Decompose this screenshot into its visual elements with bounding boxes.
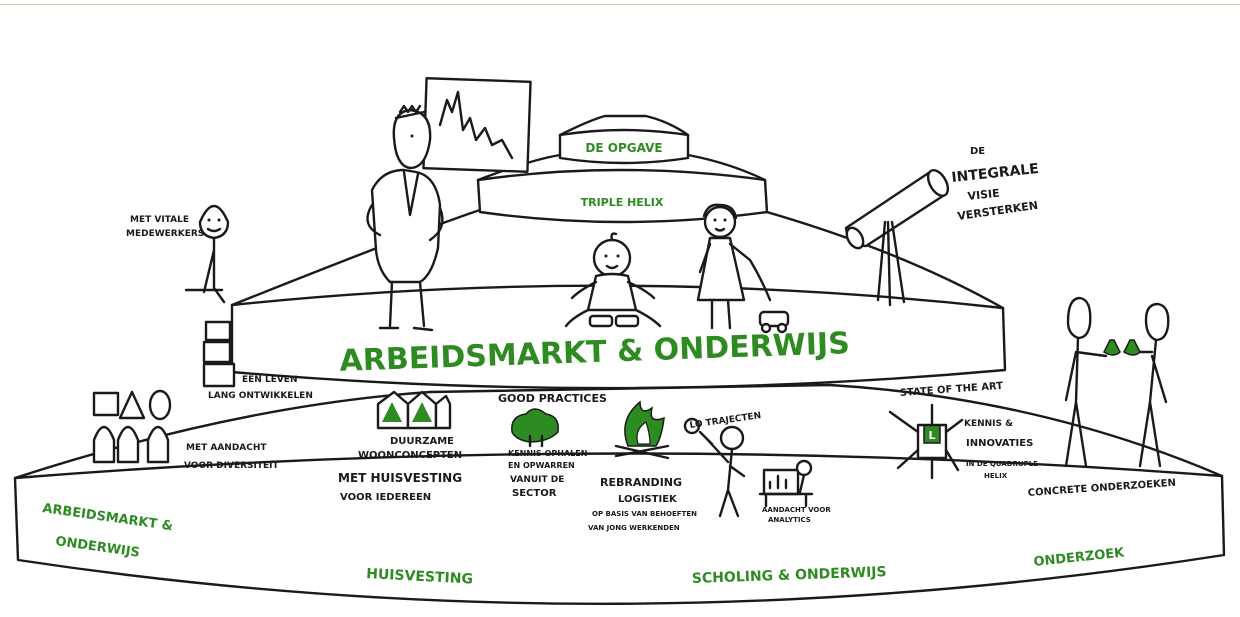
top-tier	[558, 114, 690, 165]
houses-icon	[376, 390, 452, 430]
tier-label-second: TRIPLE HELIX	[581, 196, 664, 209]
note-kennis-4: SECTOR	[512, 488, 557, 499]
note-innov-3: IN DE QUADRUPLE	[966, 460, 1038, 468]
tier-label-top: DE OPGAVE	[585, 141, 662, 155]
note-innov-2: INNOVATIES	[966, 438, 1033, 449]
note-huisv-1: MET HUISVESTING	[338, 471, 462, 485]
note-leven-1: EEN LEVEN	[242, 375, 298, 385]
scientists-figure	[1064, 296, 1170, 468]
note-basis-2: VAN JONG WERKENDEN	[588, 524, 680, 532]
note-visie-2: INTEGRALE	[951, 161, 1040, 186]
note-huisv-2: VOOR IEDEREEN	[340, 492, 431, 503]
note-aandacht-2: VOOR DIVERSITEIT	[184, 461, 280, 471]
third-tier	[230, 208, 1007, 390]
man-figure	[366, 104, 444, 332]
top-divider-line	[0, 4, 1240, 5]
note-kennis-1: KENNIS OPHALEN	[508, 449, 587, 458]
note-state-of-art: STATE OF THE ART	[899, 381, 1003, 399]
telescope-icon	[844, 169, 950, 307]
note-innov-4: HELIX	[984, 472, 1008, 480]
chart-board	[422, 77, 532, 173]
campfire-icon	[614, 400, 670, 460]
note-basis-1: OP BASIS VAN BEHOEFTEN	[592, 510, 697, 518]
note-kennis-2: EN OPWARREN	[508, 461, 575, 470]
note-rebranding: REBRANDING	[600, 476, 682, 489]
note-aandacht-1: MET AANDACHT	[186, 443, 267, 453]
note-duurzame-1: DUURZAME	[390, 436, 454, 447]
note-kennis-3: VANUIT DE	[510, 475, 564, 485]
note-vitale-1: MET VITALE	[130, 215, 189, 225]
note-visie-3: VISIE	[967, 187, 1000, 203]
worker-figure	[683, 417, 746, 518]
diversity-group	[92, 389, 172, 464]
note-good-practices: GOOD PRACTICES	[498, 392, 607, 405]
note-duurzame-2: WOONCONCEPTEN	[358, 450, 462, 461]
note-analytics-1: AANDACHT VOOR	[762, 506, 831, 514]
yoga-figure	[184, 204, 236, 388]
baby-figure	[564, 232, 662, 328]
bushes-icon	[511, 408, 559, 448]
note-vitale-2: MEDEWERKERS	[126, 229, 204, 239]
note-leven-2: LANG ONTWIKKELEN	[208, 391, 313, 401]
note-analytics-2: ANALYTICS	[768, 516, 811, 524]
note-logistiek: LOGISTIEK	[618, 494, 678, 505]
analytics-desk	[758, 459, 814, 508]
pillar-scholing: SCHOLING & ONDERWIJS	[692, 564, 887, 587]
svg-text:L: L	[928, 429, 935, 442]
note-visie-1: DE	[970, 146, 985, 157]
circuit-chip-icon: L	[888, 403, 964, 480]
girl-figure	[696, 203, 790, 334]
note-innov-1: KENNIS &	[964, 419, 1013, 429]
pillar-huisvesting: HUISVESTING	[366, 566, 474, 588]
